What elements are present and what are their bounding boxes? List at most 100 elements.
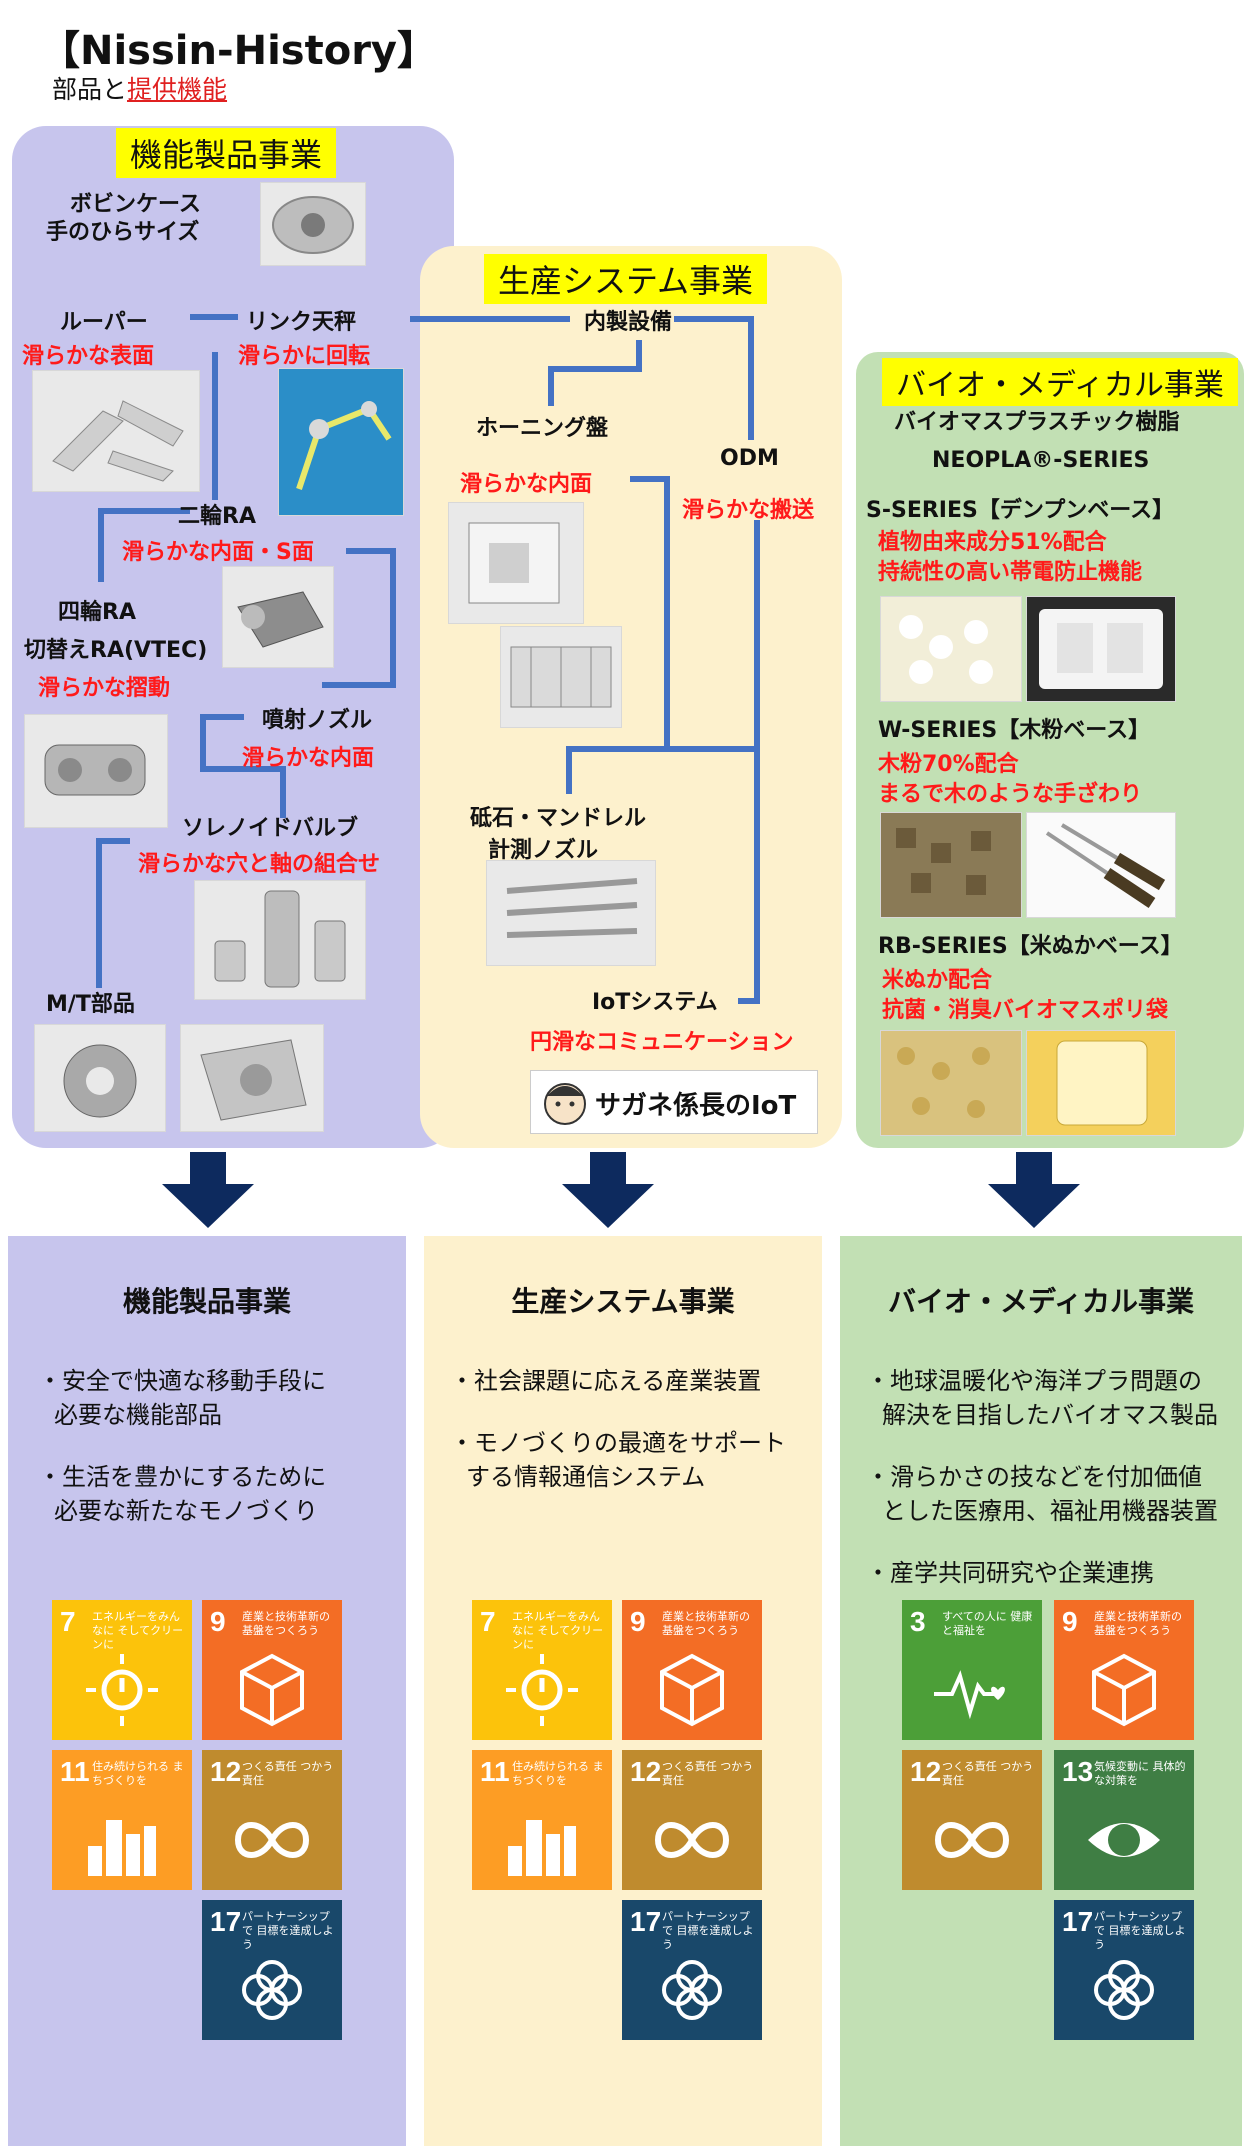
sdg-7-tile: 7 エネルギーをみんなに そしてクリーンに [472,1600,612,1740]
cubes-icon [660,1653,724,1727]
w-series-feature-2: まるで木のような手ざわり [878,782,1143,807]
sdg-13-tile: 13 気候変動に 具体的な対策を [1054,1750,1194,1890]
summary-title: 機能製品事業 [122,1285,291,1318]
injection-nozzle-function: 滑らかな内面 [242,746,375,771]
panel2-title: 生産システム事業 [484,254,768,304]
measuring-nozzle-label: 計測ノズル [488,838,599,863]
rb-series-bag-image [1026,1030,1176,1136]
link-balance-mechanism-icon [296,401,392,490]
mandrel-image [486,860,656,966]
sdg-text: 産業と技術革新の 基盤をつくろう [1094,1610,1182,1637]
summary-bullet-line: ・モノづくりの最適をサポート [450,1429,786,1457]
subtitle-link[interactable]: 提供機能 [127,75,228,104]
sdg-text: 産業と技術革新の 基盤をつくろう [242,1610,330,1637]
poly-bag-icon [1056,1040,1148,1126]
s-series-feature-1: 植物由来成分51%配合 [878,530,1107,555]
connector-line [200,714,244,720]
cubes-icon [240,1653,304,1727]
inhouse-equipment-label: 内製設備 [584,310,673,335]
bobbin-case-label: ボビンケース [70,192,201,217]
sagane-iot-logo: サガネ係長のIoT [530,1070,818,1134]
down-arrow-icon [988,1184,1080,1228]
sdg-text: 気候変動に 具体的な対策を [1094,1760,1186,1787]
w-series-pellets-image [880,812,1022,918]
summary-bullet-line: 解決を目指したバイオマス製品 [882,1401,1218,1429]
summary-bullet-line: ・生活を豊かにするために [38,1463,327,1491]
city-buildings-icon [508,1820,576,1876]
sdg-number: 17 [630,1906,662,1937]
mandrel-tools-icon [506,878,638,938]
sdg-text: つくる責任 つかう責任 [242,1760,334,1787]
mt-part-image-2 [180,1024,324,1132]
city-buildings-icon [88,1820,156,1876]
connector-line [754,520,760,1004]
sdg-17-tile: 17 パートナーシップで 目標を達成しよう [1054,1900,1194,2040]
connector-line [98,508,104,582]
sdg-text: パートナーシップで 目標を達成しよう [662,1910,754,1951]
summary-bullet-line: 必要な新たなモノづくり [54,1497,318,1525]
vtec-ra-function: 滑らかな摺動 [38,676,171,701]
connector-line [566,746,572,794]
four-wheel-ra-label: 四輪RA [58,600,136,625]
mt-part-image-1 [34,1024,166,1132]
panel-production-systems [420,246,842,1148]
sdg-number: 12 [910,1756,942,1787]
two-wheel-ra-label: 二輪RA [178,504,256,529]
page-subtitle: 部品と提供機能 [52,70,227,106]
sdg-number: 11 [480,1756,510,1787]
connector-line [548,366,642,372]
looper-label: ルーパー [60,310,148,335]
eye-earth-icon [1088,1823,1160,1857]
connector-line [96,838,102,988]
sdg-12-tile: 12 つくる責任 つかう責任 [202,1750,342,1890]
odm-label: ODM [720,446,779,471]
looper-parts-icon [52,400,184,482]
heartbeat-icon [934,1670,1005,1720]
summary-bullet-line: する情報通信システム [466,1463,706,1491]
s-series-label: S-SERIES【デンプンベース】 [866,498,1175,523]
sdg-number: 17 [1062,1906,1094,1937]
summary-production-systems: 生産システム事業 ・社会課題に応える産業装置 ・モノづくりの最適をサポート する… [424,1236,822,2146]
sdg-number: 13 [1062,1756,1094,1787]
panel3-title: バイオ・メディカル事業 [882,358,1238,406]
sdg-number: 3 [910,1606,926,1637]
infinity-icon [934,1822,1010,1858]
sdg-number: 9 [630,1606,646,1637]
connector-line [548,366,554,406]
sdg-number: 12 [210,1756,242,1787]
s-series-pellets-image [880,596,1022,702]
neopla-series-label: NEOPLA®-SERIES [932,448,1150,473]
honing-machine-function: 滑らかな内面 [460,472,593,497]
sdg-number: 11 [60,1756,90,1787]
two-wheel-ra-function: 滑らかな内面・S面 [122,540,314,565]
link-balance-function: 滑らかに回転 [238,344,371,369]
sdg-7-tile: 7 エネルギーをみんなに そしてクリーンに [52,1600,192,1740]
sun-power-icon [506,1654,578,1726]
down-arrow-stem [1016,1152,1052,1186]
factory-line-icon [510,646,612,708]
vtec-ra-label: 切替えRA(VTEC) [24,638,208,663]
summary-functional-products: 機能製品事業 ・安全で快適な移動手段に 必要な機能部品 ・生活を豊かにするために… [8,1236,406,2146]
sdg-text: パートナーシップで 目標を達成しよう [1094,1910,1186,1951]
bobbin-case-icon [272,196,354,254]
connector-line [96,838,130,844]
connector-line [390,548,396,686]
connector-line [630,476,670,482]
rb-series-pellets-image [880,1030,1022,1136]
summary-bio-medical: バイオ・メディカル事業 ・地球温暖化や海洋プラ問題の 解決を目指したバイオマス製… [840,1236,1242,2146]
production-line-image [500,626,622,728]
connector-line [280,766,286,818]
sdg-number: 7 [480,1606,496,1637]
connector-line [410,316,570,322]
summary-title: 生産システム事業 [511,1285,735,1318]
sdg-text: つくる責任 つかう責任 [942,1760,1034,1787]
sdg-text: 産業と技術革新の 基盤をつくろう [662,1610,750,1637]
down-arrow-icon [162,1184,254,1228]
summary-bullet-line: ・産学共同研究や企業連携 [866,1559,1154,1587]
sdg-9-tile: 9 産業と技術革新の 基盤をつくろう [202,1600,342,1740]
infinity-icon [234,1822,310,1858]
connector-line [664,476,670,752]
bobbin-case-size-label: 手のひらサイズ [46,220,200,245]
connector-line [200,766,284,772]
solenoid-valve-function: 滑らかな穴と軸の組合せ [138,852,381,877]
